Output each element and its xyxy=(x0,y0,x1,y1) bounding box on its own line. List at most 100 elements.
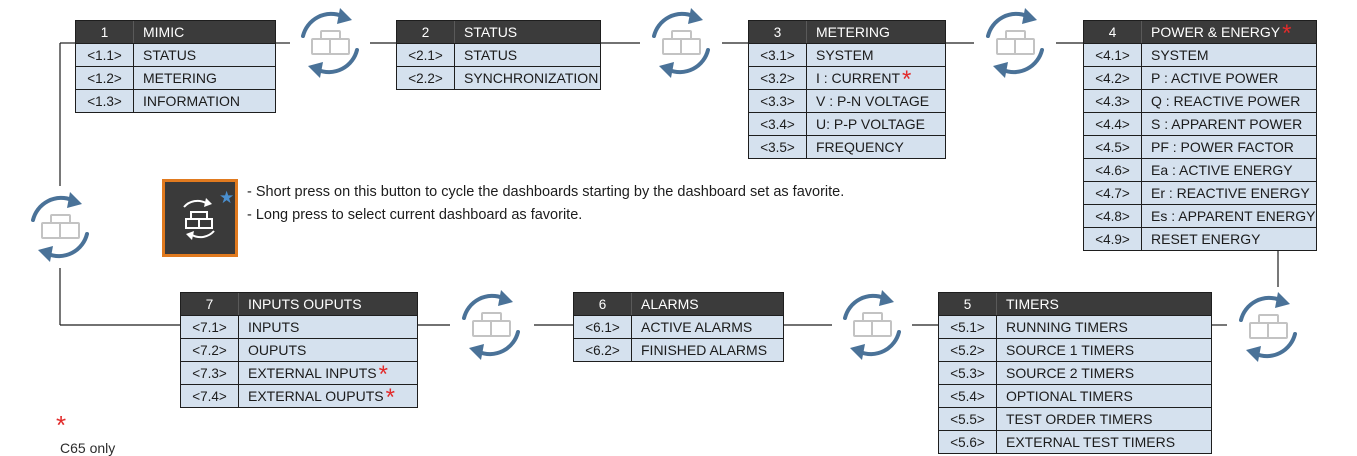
menu-item-code: <6.1> xyxy=(574,316,632,338)
cycle-dashboard-icon[interactable] xyxy=(451,285,531,365)
menu-item-text: OUPUTS xyxy=(248,342,307,358)
menu-item[interactable]: <4.5> PF : POWER FACTOR xyxy=(1084,135,1316,158)
menu-item-code: <6.2> xyxy=(574,339,632,361)
menu-number: 4 xyxy=(1084,21,1142,43)
cycle-arrows-icon xyxy=(986,8,1044,78)
menu-item[interactable]: <3.3>V : P-N VOLTAGE xyxy=(749,89,945,112)
menu-item-text: SYSTEM xyxy=(1151,47,1209,63)
menu-item-label: V : P-N VOLTAGE xyxy=(807,90,945,112)
menu-item[interactable]: <2.1>STATUS xyxy=(397,43,600,66)
cycle-dashboard-icon[interactable] xyxy=(832,285,912,365)
menu-item-code: <4.3> xyxy=(1084,90,1142,112)
menu-item[interactable]: <7.3>EXTERNAL INPUTS* xyxy=(181,361,417,387)
menu-item-text: FREQUENCY xyxy=(816,139,904,155)
menu-item[interactable]: <3.2>I : CURRENT* xyxy=(749,66,945,93)
menu-item[interactable]: <5.2>SOURCE 1 TIMERS xyxy=(939,338,1211,361)
c65-only-star-icon: * xyxy=(902,66,912,93)
menu-item-label: FINISHED ALARMS xyxy=(632,339,783,361)
menu-item[interactable]: <3.5>FREQUENCY xyxy=(749,135,945,158)
menu-item-code: <4.8> xyxy=(1084,205,1142,227)
menu-item[interactable]: <4.3>Q : REACTIVE POWER xyxy=(1084,89,1316,112)
cycle-dashboard-icon[interactable] xyxy=(975,3,1055,83)
menu-item-text: PF : POWER FACTOR xyxy=(1151,139,1294,155)
menu-item[interactable]: <5.5>TEST ORDER TIMERS xyxy=(939,407,1211,430)
cycle-dashboard-icon[interactable] xyxy=(20,187,100,267)
menu-item-label: STATUS xyxy=(455,44,600,66)
cycle-dashboard-icon[interactable] xyxy=(290,3,370,83)
menu-title: TIMERS xyxy=(997,293,1211,315)
menu-item-code: <3.3> xyxy=(749,90,807,112)
menu-item[interactable]: <5.1>RUNNING TIMERS xyxy=(939,315,1211,338)
menu-item-label: ACTIVE ALARMS xyxy=(632,316,783,338)
menu-item[interactable]: <1.1>STATUS xyxy=(76,43,275,66)
menu-item[interactable]: <5.3>SOURCE 2 TIMERS xyxy=(939,361,1211,384)
menu-item-text: Er : REACTIVE ENERGY xyxy=(1151,185,1310,201)
menu-item-code: <4.5> xyxy=(1084,136,1142,158)
menu-title: STATUS xyxy=(455,21,600,43)
menu-title: INPUTS OUPUTS xyxy=(239,293,417,315)
menu-item-label: EXTERNAL TEST TIMERS xyxy=(997,431,1211,453)
menu-item[interactable]: <6.1> ACTIVE ALARMS xyxy=(574,315,783,338)
svg-text:★: ★ xyxy=(219,188,234,208)
menu-number: 6 xyxy=(574,293,632,315)
menu-item[interactable]: <4.9>RESET ENERGY xyxy=(1084,227,1316,250)
menu-item[interactable]: <2.2>SYNCHRONIZATION xyxy=(397,66,600,89)
menu-item-label: Q : REACTIVE POWER xyxy=(1142,90,1316,112)
menu-item-label: STATUS xyxy=(134,44,275,66)
menu-item-label: P : ACTIVE POWER xyxy=(1142,67,1316,89)
menu-item-label: SYNCHRONIZATION xyxy=(455,67,600,89)
footnote-text: C65 only xyxy=(60,440,116,456)
menu-item[interactable]: <4.2>P : ACTIVE POWER xyxy=(1084,66,1316,89)
menu-item-text: I : CURRENT xyxy=(816,70,900,86)
menu-item[interactable]: <5.6>EXTERNAL TEST TIMERS xyxy=(939,430,1211,453)
menu-item-code: <1.2> xyxy=(76,67,134,89)
cycle-dashboard-icon[interactable] xyxy=(1228,287,1308,367)
menu-alarms: 6 ALARMS <6.1> ACTIVE ALARMS <6.2>FINISHED A… xyxy=(573,292,784,362)
menu-title-text: ALARMS xyxy=(641,296,699,312)
menu-item-label: TEST ORDER TIMERS xyxy=(997,408,1211,430)
menu-number: 5 xyxy=(939,293,997,315)
menu-item[interactable]: <4.8> Es : APPARENT ENERGY xyxy=(1084,204,1316,227)
menu-item-text: S : APPARENT POWER xyxy=(1151,116,1303,132)
menu-item-text: RUNNING TIMERS xyxy=(1006,319,1128,335)
menu-item-code: <4.7> xyxy=(1084,182,1142,204)
menu-item-text: SYNCHRONIZATION xyxy=(464,70,599,86)
menu-item[interactable]: <7.1>INPUTS xyxy=(181,315,417,338)
menu-item[interactable]: <4.1> SYSTEM xyxy=(1084,43,1316,66)
menu-item[interactable]: <7.2>OUPUTS xyxy=(181,338,417,361)
menu-item-text: P : ACTIVE POWER xyxy=(1151,70,1279,86)
menu-item-code: <4.1> xyxy=(1084,44,1142,66)
c65-only-star-icon: * xyxy=(1282,20,1292,47)
menu-item-text: SOURCE 1 TIMERS xyxy=(1006,342,1135,358)
menu-item-text: ACTIVE ALARMS xyxy=(641,319,753,335)
menu-item-text: METERING xyxy=(143,70,217,86)
menu-item-code: <5.4> xyxy=(939,385,997,407)
menu-item-label: OUPUTS xyxy=(239,339,417,361)
menu-item-code: <4.9> xyxy=(1084,228,1142,250)
menu-title-text: METERING xyxy=(816,24,890,40)
menu-item[interactable]: <1.3>INFORMATION xyxy=(76,89,275,112)
menu-item[interactable]: <3.4>U: P-P VOLTAGE xyxy=(749,112,945,135)
menu-item[interactable]: <1.2> METERING xyxy=(76,66,275,89)
menu-item[interactable]: <7.4>EXTERNAL OUPUTS* xyxy=(181,384,417,410)
menu-item-label: EXTERNAL INPUTS* xyxy=(239,362,417,387)
menu-item-text: Ea : ACTIVE ENERGY xyxy=(1151,162,1293,178)
menu-item-label: RUNNING TIMERS xyxy=(997,316,1211,338)
menu-item[interactable]: <4.4>S : APPARENT POWER xyxy=(1084,112,1316,135)
menu-item[interactable]: <6.2>FINISHED ALARMS xyxy=(574,338,783,361)
menu-item[interactable]: <5.4>OPTIONAL TIMERS xyxy=(939,384,1211,407)
menu-item-label: SYSTEM xyxy=(807,44,945,66)
menu-title: ALARMS xyxy=(632,293,783,315)
menu-timers: 5 TIMERS <5.1>RUNNING TIMERS<5.2>SOURCE 1 … xyxy=(938,292,1212,454)
menu-title-text: TIMERS xyxy=(1006,296,1059,312)
menu-item[interactable]: <3.1>SYSTEM xyxy=(749,43,945,66)
favorite-dashboard-button[interactable]: ★ xyxy=(162,179,238,257)
cycle-dashboard-icon[interactable] xyxy=(641,3,721,83)
menu-item-text: Es : APPARENT ENERGY xyxy=(1151,208,1316,224)
menu-item[interactable]: <4.7> Er : REACTIVE ENERGY xyxy=(1084,181,1316,204)
menu-item[interactable]: <4.6>Ea : ACTIVE ENERGY xyxy=(1084,158,1316,181)
menu-item-text: EXTERNAL TEST TIMERS xyxy=(1006,434,1176,450)
